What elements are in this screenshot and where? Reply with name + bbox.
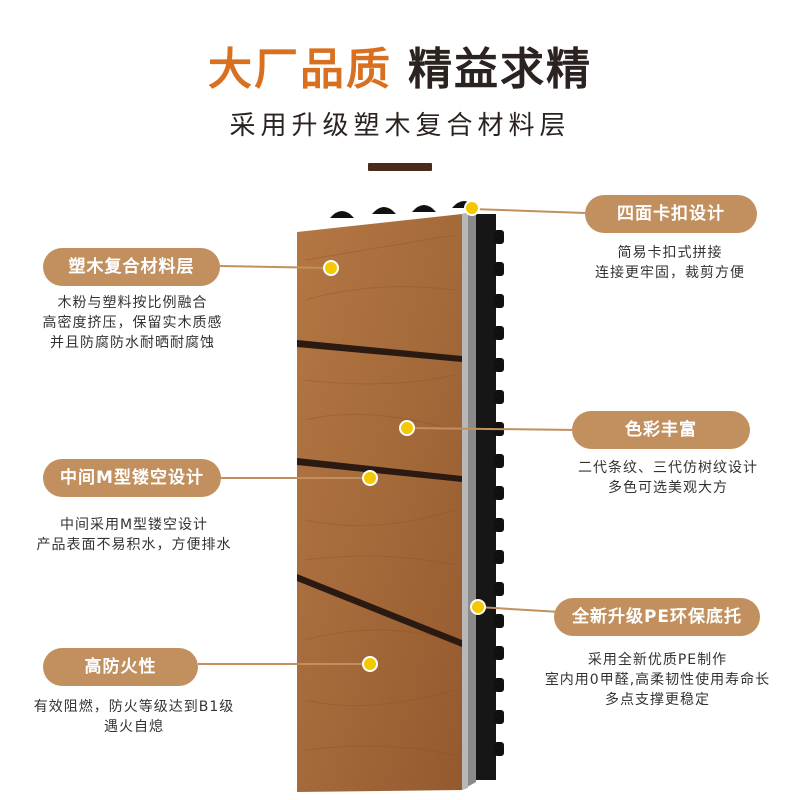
feature-fire-resist-desc: 有效阻燃，防火等级达到B1级 遇火自熄 xyxy=(33,699,235,735)
page-subtitle: 采用升级塑木复合材料层 xyxy=(229,111,571,141)
marker-fire-resist xyxy=(362,656,378,672)
feature-fire-resist-label: 高防火性 xyxy=(43,648,198,686)
marker-m-hollow xyxy=(362,470,378,486)
page-title: 大厂品质精益求精 xyxy=(0,42,800,98)
title-part2: 精益求精 xyxy=(408,44,592,95)
feature-m-hollow-label: 中间M型镂空设计 xyxy=(43,459,221,497)
feature-rich-colors-desc: 二代条纹、三代仿树纹设计 多色可选美观大方 xyxy=(578,460,758,496)
feature-four-side-clip-desc: 简易卡扣式拼接 连接更牢固，裁剪方便 xyxy=(595,245,745,281)
feature-wpc-layer-label: 塑木复合材料层 xyxy=(43,248,220,286)
feature-m-hollow-desc: 中间采用M型镂空设计 产品表面不易积水，方便排水 xyxy=(36,517,232,553)
wood-plastic-panel xyxy=(297,214,462,792)
marker-pe-base xyxy=(470,599,486,615)
marker-four-side-clip xyxy=(464,200,480,216)
feature-pe-base-desc: 采用全新优质PE制作 室内用0甲醛,高柔韧性使用寿命长 多点支撑更稳定 xyxy=(544,652,771,708)
marker-rich-colors xyxy=(399,420,415,436)
feature-wpc-layer-desc: 木粉与塑料按比例融合 高密度挤压，保留实木质感 并且防腐防水耐晒耐腐蚀 xyxy=(42,295,223,351)
feature-rich-colors-label: 色彩丰富 xyxy=(572,411,750,449)
marker-wpc-layer xyxy=(323,260,339,276)
title-divider xyxy=(368,163,432,171)
title-part1: 大厂品质 xyxy=(208,44,392,95)
feature-pe-base-label: 全新升级PE环保底托 xyxy=(554,598,760,636)
feature-four-side-clip-label: 四面卡扣设计 xyxy=(585,195,757,233)
